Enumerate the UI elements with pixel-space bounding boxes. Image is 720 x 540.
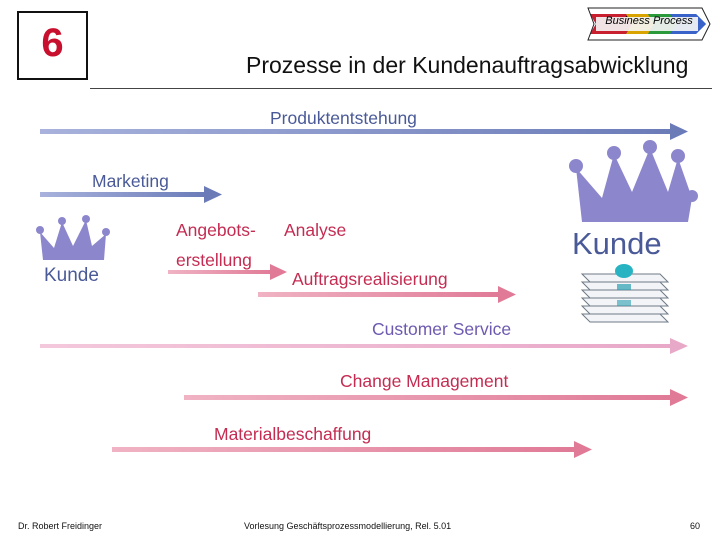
title-divider	[90, 88, 712, 89]
arrow-marketing	[40, 186, 222, 203]
arrow-materialbeschaffung	[112, 441, 592, 458]
chapter-number: 6	[41, 21, 64, 65]
crown-icon	[36, 215, 110, 260]
crown-icon	[569, 140, 698, 222]
footer-author: Dr. Robert Freidinger	[18, 521, 103, 531]
label-marketing: Marketing	[92, 171, 169, 191]
arrow-angebotserstellung	[168, 264, 287, 280]
document-stack-icon	[580, 264, 670, 323]
label-customer-service: Customer Service	[372, 319, 512, 339]
label-kunde-left: Kunde	[44, 265, 99, 286]
page-title: Prozesse in der Kundenauftragsabwicklung	[246, 52, 689, 78]
label-angebots: Angebots-	[176, 220, 256, 240]
arrow-auftragsrealisierung	[258, 286, 516, 303]
label-analyse: Analyse	[284, 220, 347, 240]
footer-page-number: 60	[690, 521, 701, 531]
footer-course: Vorlesung Geschäftsprozessmodellierung, …	[244, 521, 452, 531]
label-erstellung: erstellung	[176, 250, 252, 270]
arrow-change-management	[184, 389, 688, 406]
label-produktentstehung: Produktentstehung	[270, 108, 417, 128]
arrow-produktentstehung	[40, 123, 688, 140]
label-kunde-right: Kunde	[572, 226, 662, 261]
label-materialbeschaffung: Materialbeschaffung	[214, 424, 372, 444]
label-auftragsrealisierung: Auftragsrealisierung	[292, 269, 448, 289]
logo-text: Business Process	[605, 15, 693, 27]
arrow-customer-service	[40, 338, 688, 354]
label-change-management: Change Management	[340, 371, 509, 391]
chapter-number-box: 6	[17, 11, 88, 80]
business-process-logo	[587, 7, 711, 41]
